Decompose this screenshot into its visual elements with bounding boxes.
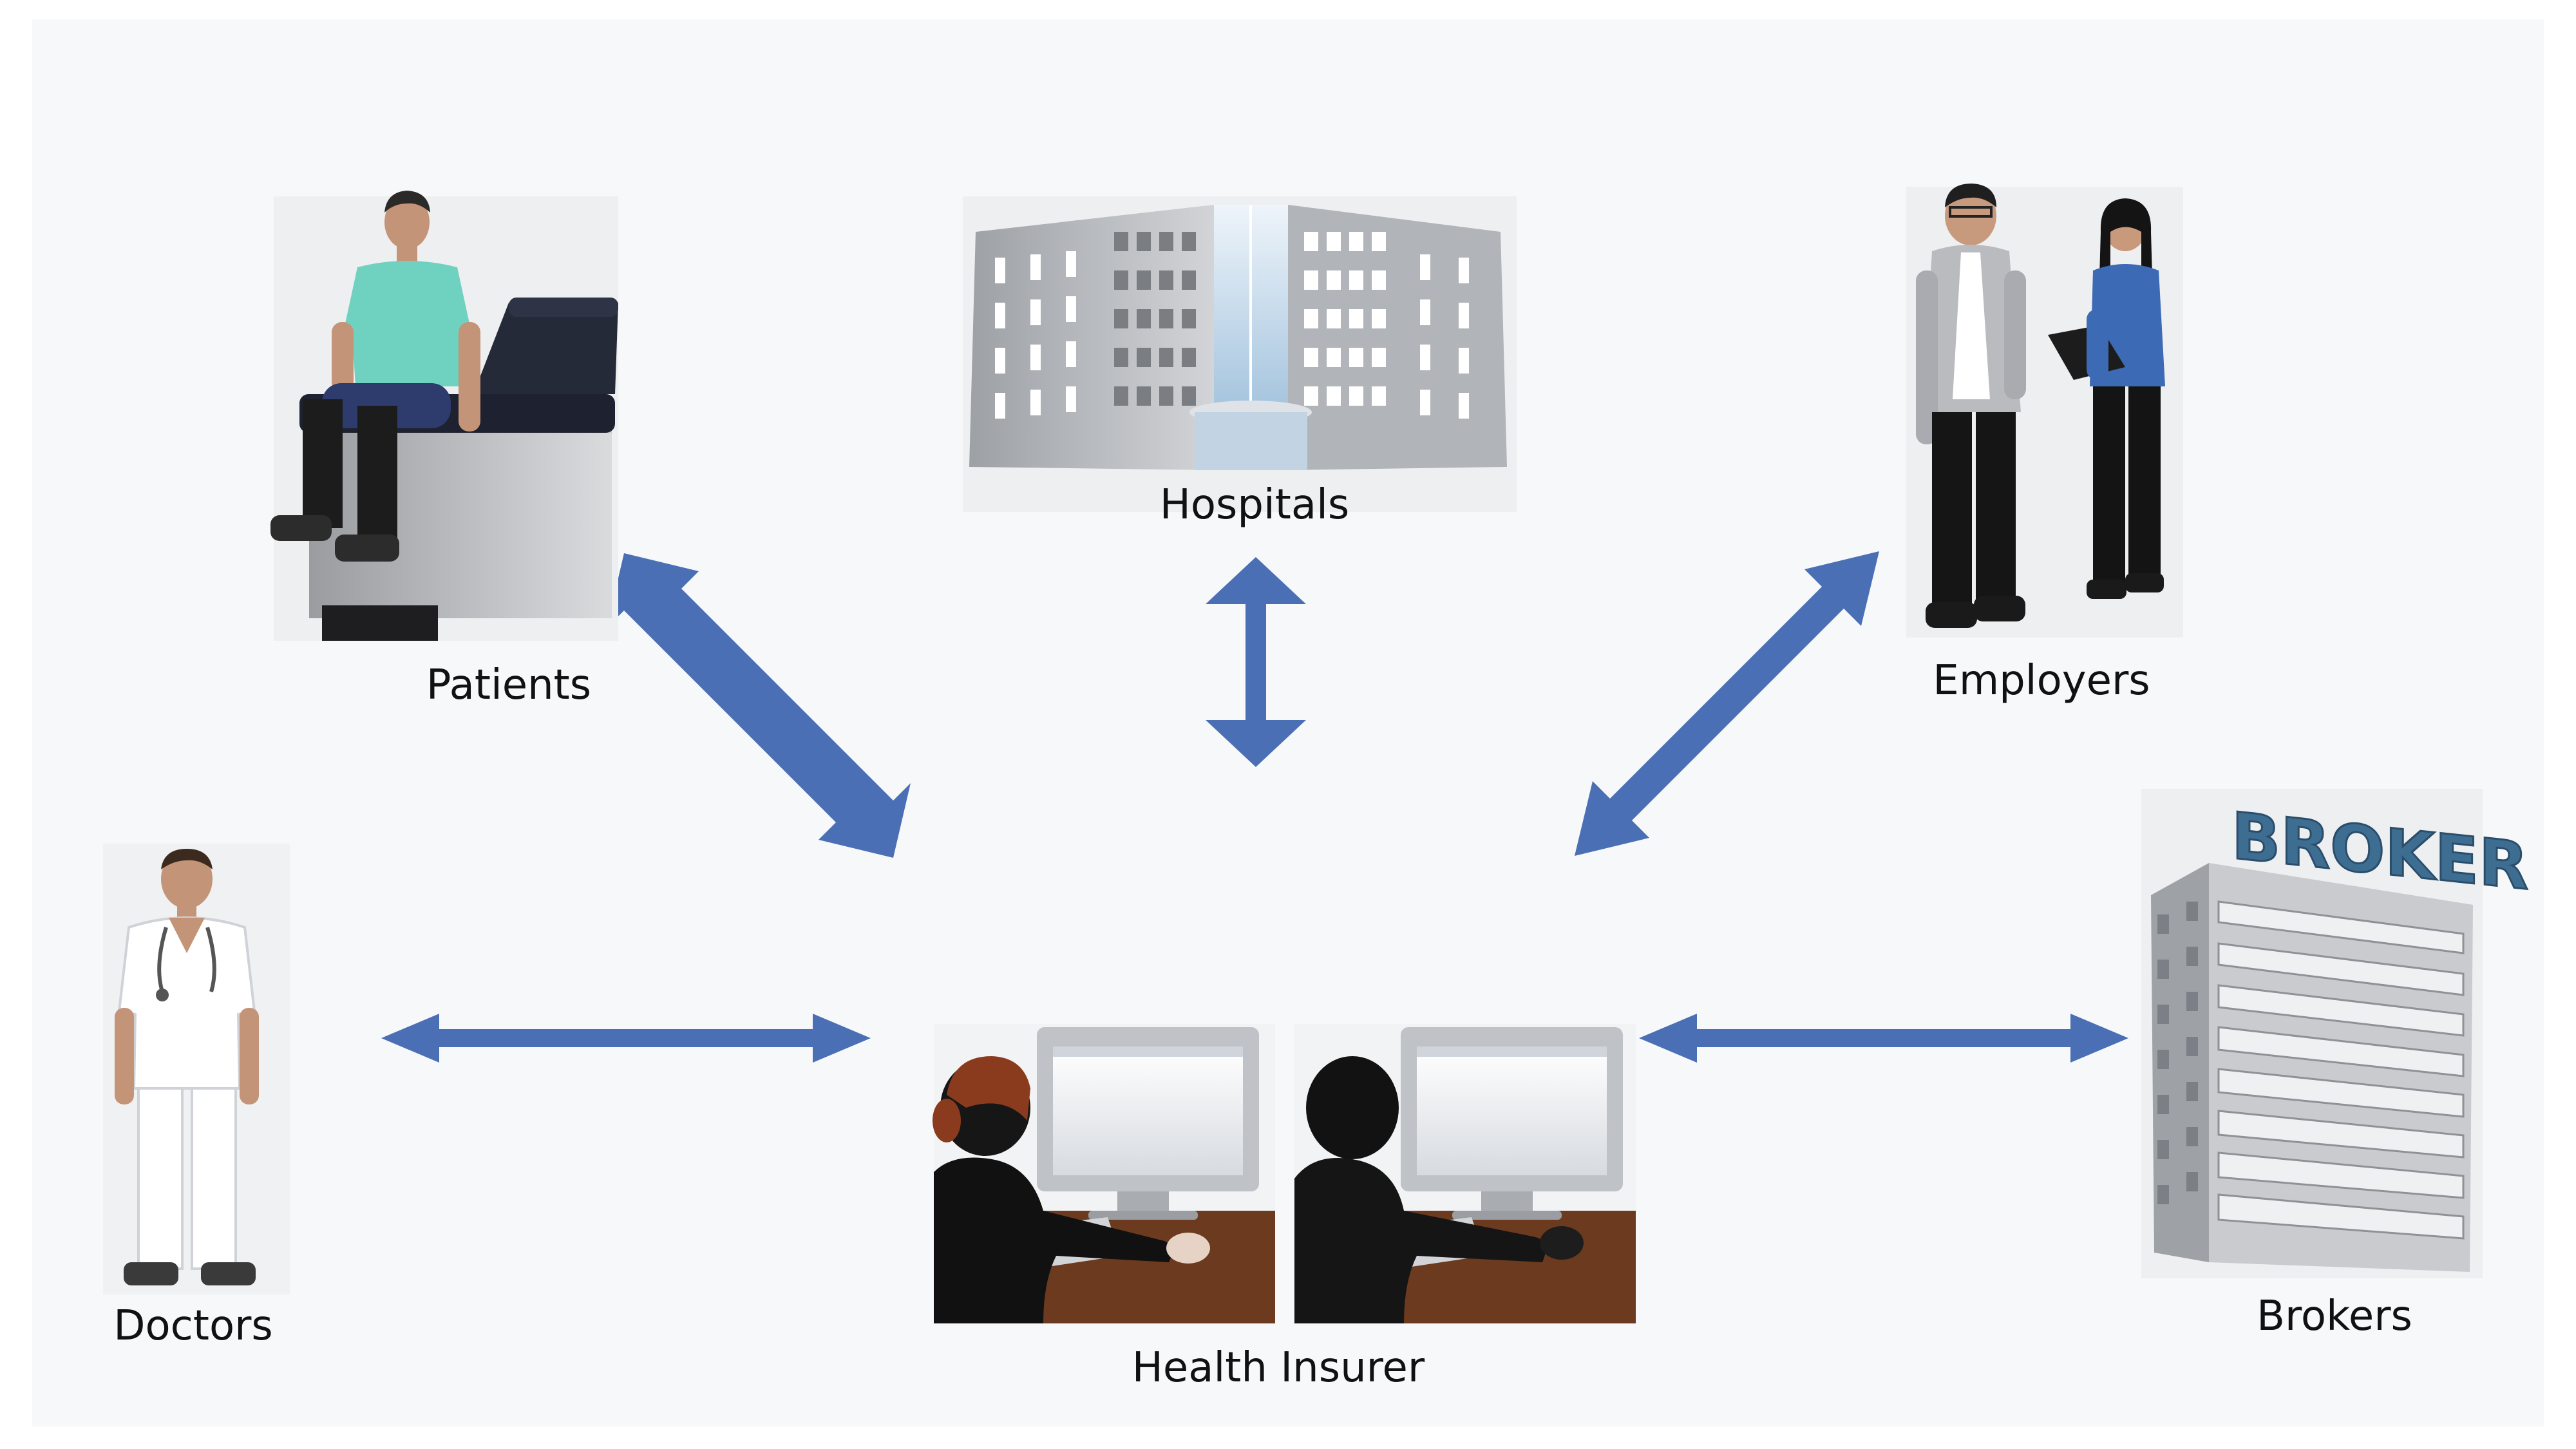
brokers-label: Brokers	[2257, 1293, 2412, 1340]
doctor-icon	[103, 844, 290, 1294]
employers-people-icon	[1906, 184, 2183, 638]
arrow-employers-insurer	[1575, 551, 1879, 856]
doctors-label: Doctors	[113, 1302, 273, 1350]
arrow-doctors-insurer	[381, 1014, 871, 1063]
broker-building-windows	[2217, 900, 2465, 1240]
broker-building-icon: BROKER	[2141, 789, 2529, 1278]
arrows	[381, 551, 2128, 1063]
employers-label: Employers	[1933, 657, 2150, 705]
arrow-hospitals-insurer	[1206, 557, 1306, 767]
patient-on-exam-table-icon	[270, 191, 618, 641]
arrow-patients-insurer	[607, 553, 911, 858]
health-insurer-label: Health Insurer	[1132, 1344, 1425, 1392]
insurer-workstation-right	[1294, 1024, 1636, 1323]
arrow-insurer-brokers	[1639, 1014, 2128, 1063]
patients-label: Patients	[426, 661, 591, 709]
hospitals-label: Hospitals	[1160, 481, 1349, 529]
hospital-building-icon	[963, 196, 1517, 512]
insurer-workstations-icon	[933, 1024, 1636, 1323]
insurer-workstation-left	[933, 1024, 1275, 1323]
